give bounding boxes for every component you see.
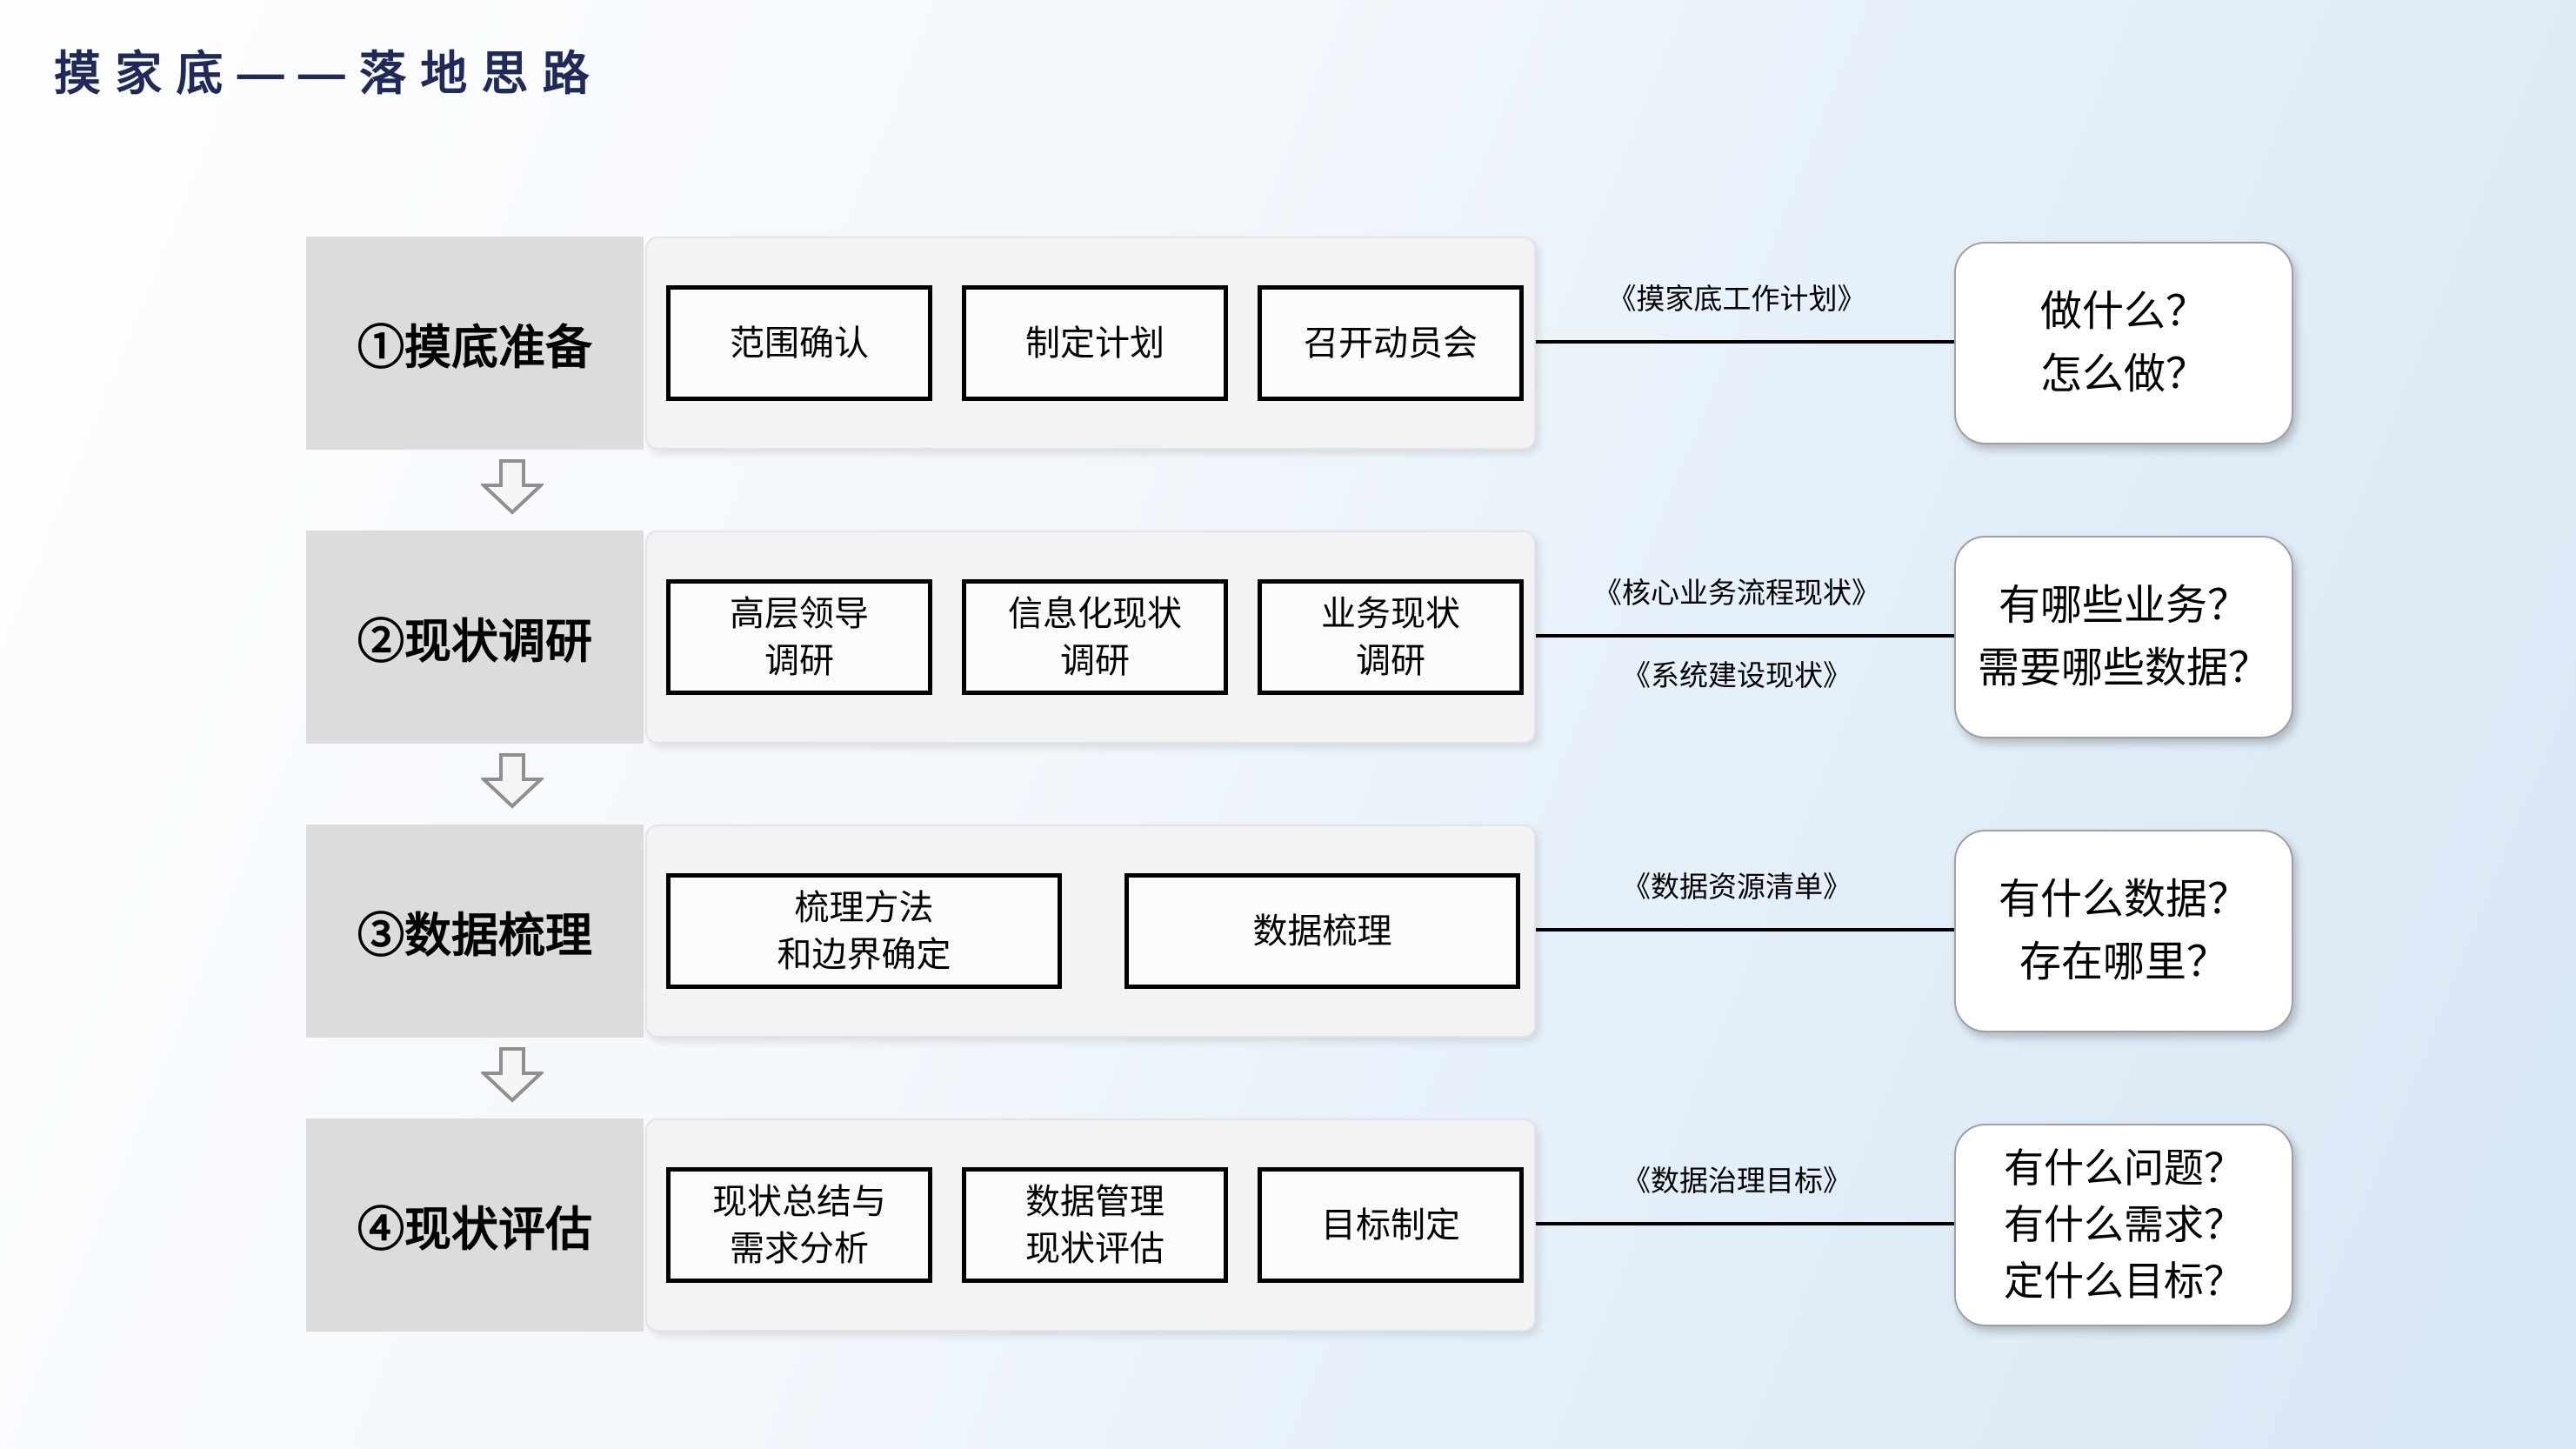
stage-label-4: ④现状评估 xyxy=(306,1118,644,1332)
connector-line xyxy=(1536,634,1955,638)
stage-panel-2: 高层领导 调研 信息化现状 调研 业务现状 调研 xyxy=(645,531,1536,744)
step-box-it-status-survey: 信息化现状 调研 xyxy=(962,579,1228,695)
step-text: 范围确认 xyxy=(730,324,869,363)
step-text: 现状总结与 xyxy=(712,1182,886,1221)
step-text: 目标制定 xyxy=(1321,1205,1460,1245)
question-line: 有什么数据？ xyxy=(1998,876,2249,923)
step-text: 信息化现状 xyxy=(1008,594,1182,633)
question-line: 怎么做？ xyxy=(2039,351,2207,397)
step-box-goal-setting: 目标制定 xyxy=(1258,1167,1524,1283)
doc-label: 《核心业务流程现状》 xyxy=(1593,577,1880,609)
step-text: 召开动员会 xyxy=(1304,324,1478,363)
step-text: 数据管理 xyxy=(1025,1182,1165,1221)
stage-label-1: ①摸底准备 xyxy=(306,237,644,450)
question-box-4: 有什么问题？ 有什么需求？ 定什么目标？ xyxy=(1954,1124,2293,1326)
stage-label-3: ③数据梳理 xyxy=(306,825,644,1038)
question-line: 有什么需求？ xyxy=(2004,1201,2244,1247)
step-text: 调研 xyxy=(1060,641,1130,680)
step-box-method-boundary: 梳理方法 和边界确定 xyxy=(666,873,1062,989)
doc-label: 《摸家底工作计划》 xyxy=(1607,283,1866,315)
step-box-scope-confirm: 范围确认 xyxy=(666,285,932,401)
down-arrow-icon xyxy=(481,753,544,809)
stage-panel-3: 梳理方法 和边界确定 数据梳理 xyxy=(645,825,1536,1038)
connector-3: 《数据资源清单》 xyxy=(1536,825,1955,1038)
doc-label: 《系统建设现状》 xyxy=(1622,659,1852,691)
question-line: 做什么？ xyxy=(2039,288,2207,335)
step-text: 现状评估 xyxy=(1025,1229,1165,1268)
connector-1: 《摸家底工作计划》 xyxy=(1536,237,1955,450)
question-line: 存在哪里？ xyxy=(2019,938,2228,985)
connector-line xyxy=(1536,340,1955,344)
question-box-1: 做什么？ 怎么做？ xyxy=(1954,242,2293,444)
step-text: 需求分析 xyxy=(730,1229,869,1268)
question-line: 定什么目标？ xyxy=(2004,1259,2244,1305)
connector-4: 《数据治理目标》 xyxy=(1536,1118,1955,1332)
step-box-kickoff-meeting: 召开动员会 xyxy=(1258,285,1524,401)
question-line: 有什么问题？ xyxy=(2004,1145,2244,1191)
doc-label: 《数据治理目标》 xyxy=(1622,1165,1852,1197)
connector-2: 《核心业务流程现状》 《系统建设现状》 xyxy=(1536,531,1955,744)
stage-label-2: ②现状调研 xyxy=(306,531,644,744)
connector-line xyxy=(1536,1222,1955,1225)
step-text: 业务现状 xyxy=(1321,594,1460,633)
step-text: 数据梳理 xyxy=(1252,911,1392,951)
step-box-leadership-survey: 高层领导 调研 xyxy=(666,579,932,695)
step-box-business-status-survey: 业务现状 调研 xyxy=(1258,579,1524,695)
connector-line xyxy=(1536,928,1955,932)
slide-title: 摸家底——落地思路 xyxy=(54,48,604,100)
question-line: 需要哪些数据？ xyxy=(1977,644,2270,691)
doc-label: 《数据资源清单》 xyxy=(1622,871,1852,903)
step-text: 梳理方法 xyxy=(794,888,934,927)
down-arrow-icon xyxy=(481,459,544,515)
question-line: 有哪些业务？ xyxy=(1998,582,2249,629)
step-text: 制定计划 xyxy=(1025,324,1165,363)
step-text: 调研 xyxy=(764,641,834,680)
step-box-dm-assessment: 数据管理 现状评估 xyxy=(962,1167,1228,1283)
step-text: 高层领导 xyxy=(730,594,869,633)
step-box-data-sorting: 数据梳理 xyxy=(1124,873,1520,989)
stage-panel-1: 范围确认 制定计划 召开动员会 xyxy=(645,237,1536,450)
stage-panel-4: 现状总结与 需求分析 数据管理 现状评估 目标制定 xyxy=(645,1118,1536,1332)
step-text: 调研 xyxy=(1356,641,1425,680)
step-text: 和边界确定 xyxy=(777,935,951,974)
step-box-make-plan: 制定计划 xyxy=(962,285,1228,401)
down-arrow-icon xyxy=(481,1047,544,1103)
question-box-3: 有什么数据？ 存在哪里？ xyxy=(1954,830,2293,1032)
question-box-2: 有哪些业务？ 需要哪些数据？ xyxy=(1954,536,2293,738)
step-box-summary-needs: 现状总结与 需求分析 xyxy=(666,1167,932,1283)
